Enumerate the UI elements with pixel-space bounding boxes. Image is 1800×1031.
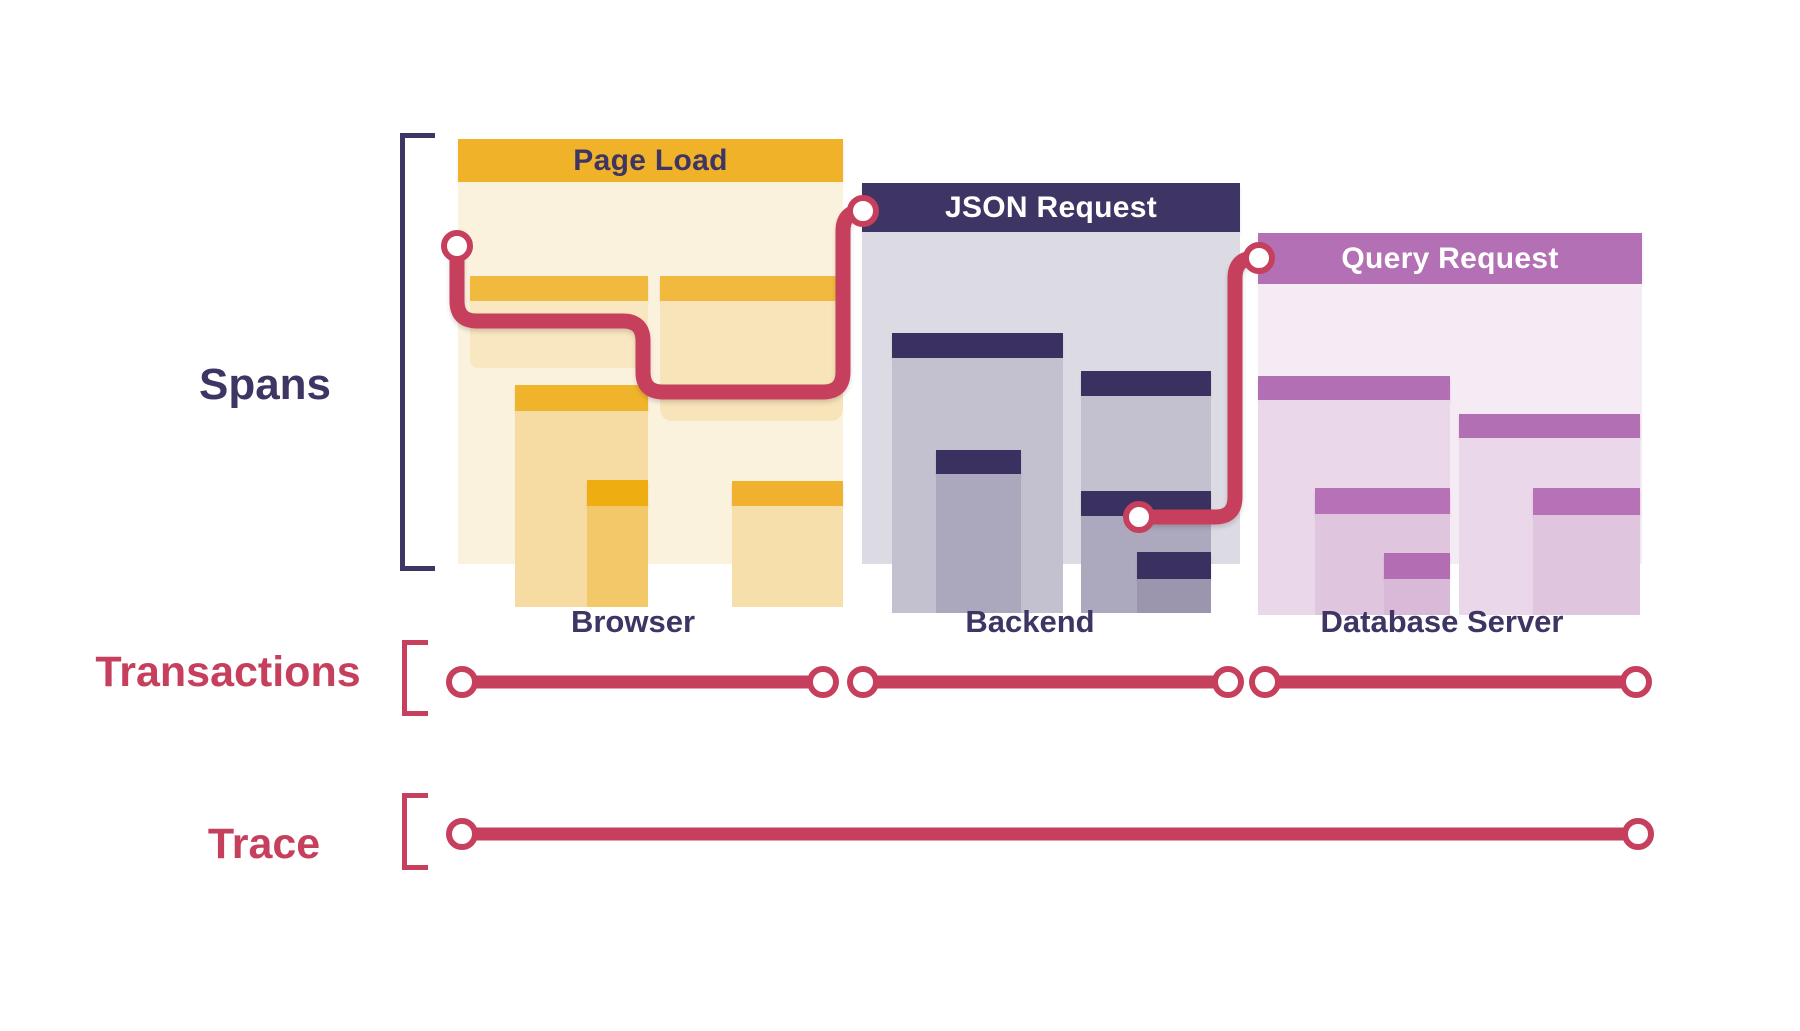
page-load-title: Page Load bbox=[458, 139, 843, 182]
transactions-label: Transactions bbox=[95, 648, 361, 696]
json-request-body bbox=[862, 232, 1240, 613]
span-block-body bbox=[936, 474, 1021, 613]
trace-endpoint-circle bbox=[446, 818, 478, 850]
span-block-nested bbox=[936, 450, 1021, 613]
page-load-body bbox=[458, 182, 843, 607]
span-block-body bbox=[1533, 515, 1640, 615]
span-block-header bbox=[936, 450, 1021, 474]
span-block-header bbox=[1081, 371, 1211, 396]
span-block bbox=[1258, 376, 1450, 615]
database-server-label: Database Server bbox=[1320, 604, 1564, 639]
span-block-header bbox=[892, 333, 1063, 358]
span-block-body bbox=[1384, 579, 1450, 615]
span-block bbox=[1459, 414, 1640, 615]
span-block bbox=[515, 385, 648, 607]
transaction-endpoint-circle bbox=[807, 666, 839, 698]
query-request-panel: Query Request bbox=[1258, 233, 1642, 615]
page-load-panel: Page Load bbox=[458, 139, 843, 607]
json-request-title: JSON Request bbox=[862, 183, 1240, 232]
transaction-endpoint-circle bbox=[446, 666, 478, 698]
span-block-body bbox=[732, 506, 843, 607]
span-block bbox=[732, 481, 843, 607]
span-block-body bbox=[1137, 579, 1211, 613]
span-block-header bbox=[515, 385, 648, 411]
spans-label: Spans bbox=[198, 360, 332, 409]
span-block-body bbox=[587, 506, 648, 607]
span-block-header bbox=[470, 276, 648, 301]
span-block-nested bbox=[1533, 488, 1640, 615]
span-block bbox=[660, 276, 843, 421]
transaction-endpoint-circle bbox=[1212, 666, 1244, 698]
span-block-nested bbox=[1384, 553, 1450, 615]
query-request-title: Query Request bbox=[1258, 233, 1642, 284]
transaction-endpoint-circle bbox=[1620, 666, 1652, 698]
span-block-header bbox=[1384, 553, 1450, 579]
span-block-body bbox=[660, 301, 843, 421]
span-block-nested bbox=[1315, 488, 1450, 615]
trace-bracket bbox=[402, 793, 428, 870]
span-block-header bbox=[1258, 376, 1450, 400]
span-block-header bbox=[587, 480, 648, 506]
span-block-header bbox=[660, 276, 843, 301]
span-block bbox=[1081, 371, 1211, 613]
span-block bbox=[892, 333, 1063, 613]
span-block-nested bbox=[1081, 491, 1211, 613]
span-block-header bbox=[1533, 488, 1640, 515]
spans-bracket bbox=[400, 133, 435, 571]
span-block-header bbox=[1081, 491, 1211, 516]
span-block-header bbox=[1459, 414, 1640, 438]
span-block-body bbox=[470, 301, 648, 368]
json-request-panel: JSON Request bbox=[862, 183, 1240, 613]
transaction-endpoint-circle bbox=[1249, 666, 1281, 698]
span-block bbox=[470, 276, 648, 368]
span-block-header bbox=[1137, 552, 1211, 579]
span-block-header bbox=[732, 481, 843, 506]
backend-label: Backend bbox=[965, 604, 1095, 639]
browser-label: Browser bbox=[570, 604, 696, 639]
transactions-bracket bbox=[402, 640, 428, 716]
trace-endpoint-circle bbox=[1622, 818, 1654, 850]
span-block-nested bbox=[587, 480, 648, 607]
transaction-endpoint-circle bbox=[847, 666, 879, 698]
span-block-header bbox=[1315, 488, 1450, 514]
span-block-nested bbox=[1137, 552, 1211, 613]
query-request-body bbox=[1258, 284, 1642, 615]
trace-label: Trace bbox=[207, 820, 321, 868]
